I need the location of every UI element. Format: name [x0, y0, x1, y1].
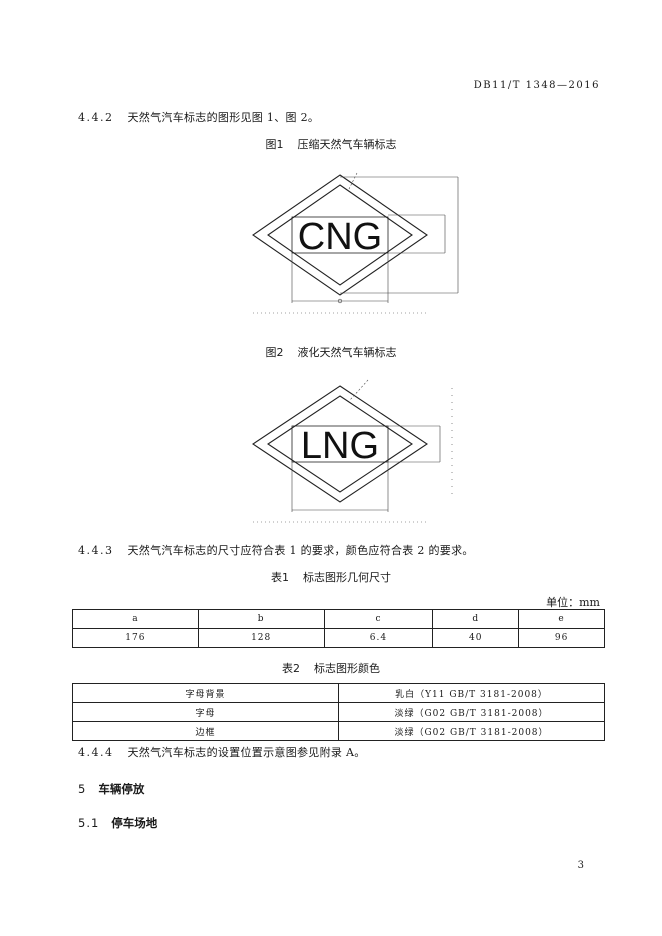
- figure1-caption: 图1 压缩天然气车辆标志: [0, 136, 662, 152]
- cng-text-box: [291, 216, 389, 254]
- table-row: 176 128 6.4 40 96: [72, 628, 605, 648]
- clause-number: 4.4.2: [78, 111, 114, 124]
- figure2-caption: 图2 液化天然气车辆标志: [0, 344, 662, 360]
- clause-4-4-2: 4.4.2 天然气汽车标志的图形见图 1、图 2。: [78, 109, 319, 125]
- table-header-cell: d: [432, 609, 520, 629]
- table-cell: 176: [72, 628, 199, 648]
- table-cell: 6.4: [323, 628, 434, 648]
- table1-title: 标志图形几何尺寸: [303, 571, 391, 584]
- table2-colors: 字母背景 乳白（Y11 GB/T 3181-2008） 字母 淡绿（G02 GB…: [72, 683, 605, 741]
- lng-logo-text: LNG: [301, 425, 379, 467]
- table2-caption: 表2 标志图形颜色: [0, 660, 662, 676]
- figure1-title: 压缩天然气车辆标志: [297, 138, 397, 151]
- clause-text: 天然气汽车标志的尺寸应符合表 1 的要求，颜色应符合表 2 的要求。: [127, 544, 474, 557]
- table-cell-color: 乳白（Y11 GB/T 3181-2008）: [338, 683, 605, 703]
- table-cell-color: 淡绿（G02 GB/T 3181-2008）: [338, 721, 605, 741]
- figure1-number: 图1: [265, 138, 284, 151]
- section-5-heading: 5 车辆停放: [78, 781, 144, 797]
- table-cell-item: 字母: [72, 702, 339, 722]
- cng-dimension-lines: [253, 172, 459, 314]
- table1-unit: 单位：mm: [546, 596, 600, 609]
- section-5-1-heading: 5.1 停车场地: [78, 815, 157, 831]
- table-header-cell: a: [72, 609, 199, 629]
- lng-outer-border: [252, 385, 428, 503]
- clause-4-4-3: 4.4.3 天然气汽车标志的尺寸应符合表 1 的要求，颜色应符合表 2 的要求。: [78, 542, 474, 558]
- lng-logo-figure: LNG: [252, 379, 453, 523]
- table-header-row: a b c d e: [72, 609, 605, 629]
- table-cell: 128: [197, 628, 325, 648]
- section-title: 车辆停放: [98, 782, 145, 796]
- table-row: 字母背景 乳白（Y11 GB/T 3181-2008）: [72, 683, 605, 703]
- section-title: 停车场地: [111, 816, 158, 830]
- table1-dimensions: a b c d e 176 128 6.4 40 96: [72, 609, 605, 648]
- cng-logo-figure: CNG: [252, 172, 459, 314]
- section-number: 5.1: [78, 816, 100, 830]
- clause-4-4-4: 4.4.4 天然气汽车标志的设置位置示意图参见附录 A。: [78, 744, 366, 760]
- table-cell: 40: [432, 628, 520, 648]
- table1-number: 表1: [271, 571, 289, 584]
- clause-text: 天然气汽车标志的设置位置示意图参见附录 A。: [127, 746, 366, 759]
- clause-text: 天然气汽车标志的图形见图 1、图 2。: [127, 111, 320, 124]
- table-cell: 96: [518, 628, 605, 648]
- section-number: 5: [78, 782, 87, 796]
- clause-number: 4.4.4: [78, 746, 114, 759]
- table2-title: 标志图形颜色: [314, 662, 380, 675]
- lng-dimension-lines: [253, 379, 453, 523]
- table-cell-item: 边框: [72, 721, 339, 741]
- table-header-cell: c: [323, 609, 434, 629]
- table-header-cell: e: [518, 609, 605, 629]
- table-row: 边框 淡绿（G02 GB/T 3181-2008）: [72, 721, 605, 741]
- table-cell-color: 淡绿（G02 GB/T 3181-2008）: [338, 702, 605, 722]
- lng-text-box: [291, 425, 389, 463]
- page-number: 3: [577, 860, 584, 871]
- figure2-number: 图2: [265, 346, 284, 359]
- document-id: DB11/T 1348—2016: [473, 80, 600, 91]
- table-cell-item: 字母背景: [72, 683, 339, 703]
- cng-logo-text: CNG: [298, 216, 382, 258]
- table1-caption: 表1 标志图形几何尺寸: [0, 569, 662, 585]
- table2-number: 表2: [282, 662, 300, 675]
- table-row: 字母 淡绿（G02 GB/T 3181-2008）: [72, 702, 605, 722]
- table-header-cell: b: [197, 609, 325, 629]
- clause-number: 4.4.3: [78, 544, 114, 557]
- figure2-title: 液化天然气车辆标志: [297, 346, 397, 359]
